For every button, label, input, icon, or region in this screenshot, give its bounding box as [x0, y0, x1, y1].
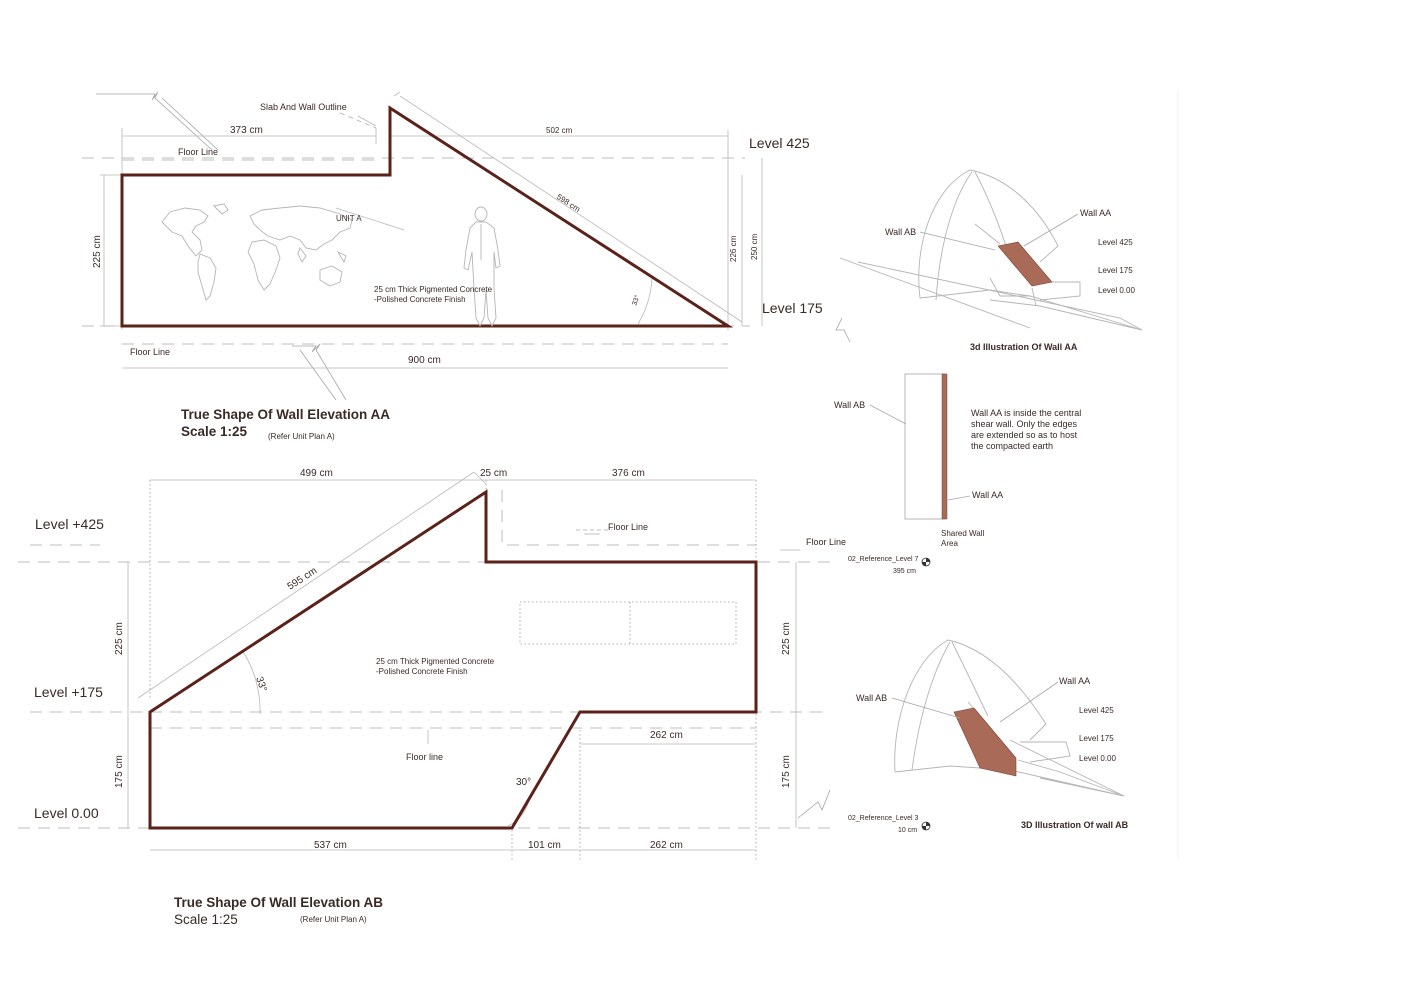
ill-ab-level-425: Level 425: [1079, 706, 1114, 715]
ill-ab-title: 3D Illustration Of wall AB: [1021, 820, 1129, 830]
aa-floor-line-bottom: Floor Line: [130, 347, 170, 357]
wall-ab-outline: [148, 489, 758, 830]
ab-dim-bottom-left: 537 cm: [314, 840, 347, 851]
section-wall-ab: Wall AB: [834, 400, 865, 410]
ab-title: True Shape Of Wall Elevation AB: [174, 895, 383, 910]
ill-ab-level-0: Level 0.00: [1079, 754, 1116, 763]
elevation-ab: 499 cm 25 cm 376 cm Level +425 Floor Lin…: [18, 317, 931, 927]
level-marker-3: [921, 821, 931, 831]
ab-material-1: 25 cm Thick Pigmented Concrete: [376, 657, 495, 666]
illustration-ab: Wall AB Wall AA Level 425 Level 175 Leve…: [856, 639, 1129, 830]
section-note-1: Wall AA is inside the central: [971, 408, 1081, 418]
aa-level-425: Level 425: [749, 135, 810, 151]
ab-level-175: Level +175: [34, 684, 103, 700]
ill-aa-wall-aa: Wall AA: [1080, 208, 1111, 218]
section-note-3: are extended so as to host: [971, 430, 1078, 440]
ab-floor-line-right: Floor Line: [806, 537, 846, 547]
ab-angle-bottom: 30°: [516, 777, 531, 788]
ill-aa-level-425: Level 425: [1098, 238, 1133, 247]
ab-refer: (Refer Unit Plan A): [300, 915, 367, 924]
section-shared-2: Area: [941, 539, 958, 548]
ab-ref-level-3: 02_Reference_Level 3: [848, 815, 919, 822]
aa-scale: Scale 1:25: [181, 424, 248, 439]
ab-dim-bottom-mid: 101 cm: [528, 840, 561, 851]
aa-angle: 33°: [630, 294, 641, 307]
ab-dim-left-lower: 175 cm: [114, 755, 125, 788]
ab-dim-left-upper: 225 cm: [114, 622, 125, 655]
ill-aa-level-175: Level 175: [1098, 266, 1133, 275]
ab-dim-diagonal: 595 cm: [286, 565, 319, 592]
elevation-aa: Slab And Wall Outline 373 cm 502 cm Floo…: [82, 91, 823, 441]
ab-angle-top: 33°: [253, 675, 269, 693]
ab-dim-top-left: 499 cm: [300, 468, 333, 479]
ab-floor-line-mid: Floor line: [406, 752, 443, 762]
aa-dim-top-left: 373 cm: [230, 125, 263, 136]
ab-floor-line-top: Floor Line: [608, 522, 648, 532]
slab-outline-label: Slab And Wall Outline: [260, 102, 347, 112]
aa-dim-right-height-b: 250 cm: [750, 233, 759, 260]
ill-ab-level-175: Level 175: [1079, 734, 1114, 743]
ab-scale: Scale 1:25: [174, 912, 238, 927]
aa-dim-diagonal: 598 cm: [555, 192, 582, 214]
ill-ab-wall-aa: Wall AA: [1059, 676, 1090, 686]
ill-aa-level-0: Level 0.00: [1098, 286, 1135, 295]
ab-material-2: -Polished Concrete Finish: [376, 667, 468, 676]
aa-dim-right-height-a: 226 cm: [729, 235, 738, 262]
section-wall-aa: Wall AA: [972, 490, 1003, 500]
world-map-graphic: [161, 203, 353, 301]
break-line-bottom: [292, 343, 347, 401]
ab-ref-level-7: 02_Reference_Level 7: [848, 556, 919, 563]
illustration-aa: Wall AB Wall AA Level 425 Level 175 Leve…: [839, 169, 1143, 352]
section-detail: Wall AB Wall AA is inside the central sh…: [834, 373, 1081, 548]
section-note-2: shear wall. Only the edges: [971, 419, 1078, 429]
human-figure-graphic: [463, 206, 501, 328]
wall-aa-outline: [120, 105, 734, 328]
ill-aa-title: 3d Illustration Of Wall AA: [970, 342, 1078, 352]
aa-unit-label: UNIT A: [336, 214, 362, 223]
ab-dim-bottom-right: 262 cm: [650, 840, 683, 851]
section-note-4: the compacted earth: [971, 441, 1053, 451]
ill-ab-wall-ab: Wall AB: [856, 693, 887, 703]
ab-dim-right-upper: 225 cm: [781, 622, 792, 655]
ab-dim-mid-right: 262 cm: [650, 730, 683, 741]
level-marker-7: [921, 557, 931, 567]
ab-dim-top-mid: 25 cm: [480, 468, 507, 479]
aa-material-1: 25 cm Thick Pigmented Concrete: [374, 285, 493, 294]
ill-aa-wall-ab: Wall AB: [885, 227, 916, 237]
aa-title: True Shape Of Wall Elevation AA: [181, 407, 390, 422]
aa-refer: (Refer Unit Plan A): [268, 432, 335, 441]
ab-ref-level-7-value: 395 cm: [893, 568, 916, 575]
aa-dim-left-height: 225 cm: [92, 235, 103, 268]
aa-dim-bottom: 900 cm: [408, 355, 441, 366]
ab-level-0: Level 0.00: [34, 805, 99, 821]
wall-aa-3d-surface: [997, 241, 1053, 287]
ab-ref-level-3-value: 10 cm: [898, 827, 917, 834]
section-shared-1: Shared Wall: [941, 529, 985, 538]
wall-aa-section: [941, 373, 948, 520]
break-line-top: [96, 91, 213, 151]
ab-dim-right-lower: 175 cm: [781, 755, 792, 788]
aa-dim-top-right: 502 cm: [546, 126, 573, 135]
aa-floor-line-top: Floor Line: [178, 147, 218, 157]
aa-level-175: Level 175: [762, 300, 823, 316]
ab-level-425: Level +425: [35, 516, 104, 532]
ab-dim-top-right: 376 cm: [612, 468, 645, 479]
aa-material-2: -Polished Concrete Finish: [374, 295, 466, 304]
wall-ab-3d-surface: [953, 707, 1017, 777]
